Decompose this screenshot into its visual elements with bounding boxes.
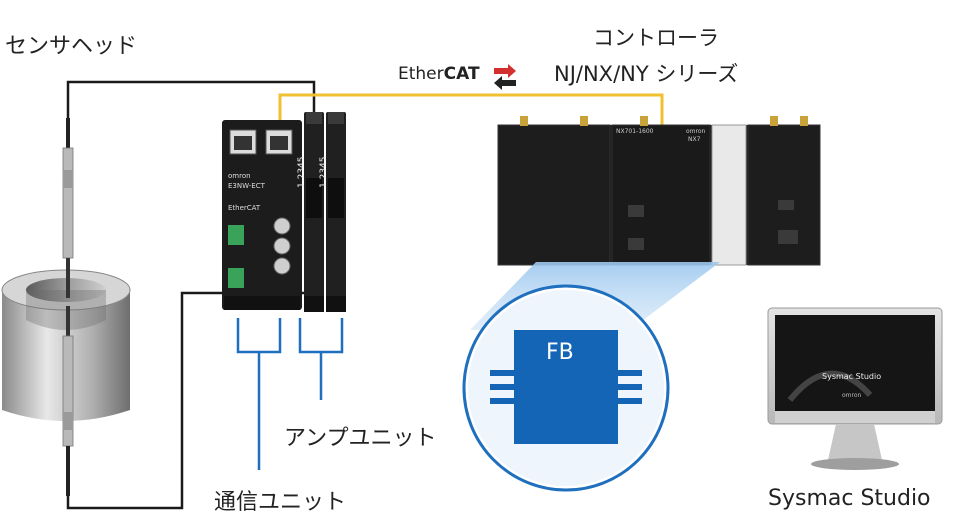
ethercat-logo-ether: Ether — [398, 64, 444, 84]
bracket-amp-unit — [298, 318, 344, 400]
monitor-device — [767, 307, 943, 470]
controller-label-line1: コントローラ — [593, 26, 719, 50]
controller-model: NX701-1600 — [616, 128, 654, 135]
fb-label: FB — [546, 340, 574, 365]
ethernet-cable — [278, 93, 664, 140]
comm-unit-label: 通信ユニット — [214, 490, 347, 515]
amp-unit-device-1 — [304, 112, 324, 312]
sensor-head-lower — [62, 306, 74, 496]
controller-brand: omron — [686, 128, 706, 135]
controller-device — [497, 116, 821, 266]
sysmac-studio-label: Sysmac Studio — [768, 486, 931, 511]
controller-series: NX7 — [688, 136, 701, 143]
monitor-title: Sysmac Studio — [822, 372, 882, 381]
amp-unit-display-2: 1.2345 — [319, 156, 329, 189]
controller-label-line2: NJ/NX/NY シリーズ — [554, 62, 739, 86]
fb-chip — [514, 330, 618, 444]
comm-unit-brand: omron — [228, 172, 251, 180]
sensor-head-upper — [62, 118, 74, 298]
ethercat-logo-cat: CAT — [443, 64, 480, 84]
zoom-circle — [462, 284, 670, 492]
bracket-comm-unit — [236, 318, 282, 470]
amp-unit-display-1: 1.2345 — [297, 156, 307, 189]
ethercat-logo-arrows-icon — [494, 64, 516, 90]
ethercat-logo: EtherCAT — [398, 64, 480, 84]
amp-unit-device-2 — [326, 112, 346, 312]
amp-unit-label: アンプユニット — [284, 426, 437, 451]
comm-unit-ethercat: EtherCAT — [228, 204, 261, 212]
comm-unit-device — [222, 120, 302, 310]
sensor-head-label: センサヘッド — [5, 34, 138, 59]
comm-unit-model: E3NW-ECT — [228, 182, 265, 190]
monitor-brand: omron — [842, 392, 862, 399]
